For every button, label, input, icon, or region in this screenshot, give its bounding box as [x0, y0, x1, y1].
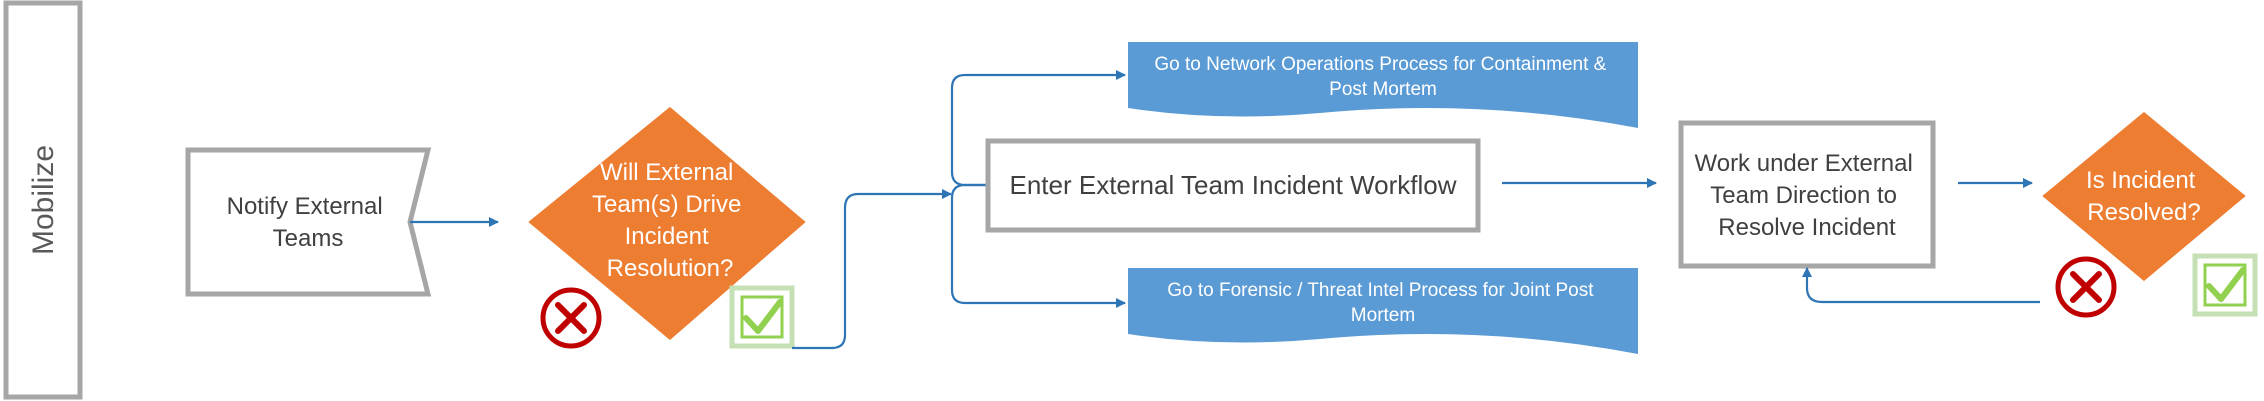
swimlane-mobilize: Mobilize — [3, 0, 83, 400]
network-ops-process-document: Go to Network Operations Process for Con… — [1128, 42, 1638, 128]
network-ops-line2: Post Mortem — [1329, 79, 1437, 100]
notify-label-line1: Notify External — [227, 193, 383, 220]
enter-workflow-label: Enter External Team Incident Workflow — [1009, 170, 1456, 200]
checkmark-icon — [729, 285, 795, 349]
decision-resolved-line1: Is Incident — [2086, 167, 2196, 194]
checkmark-icon — [2192, 253, 2258, 317]
work-under-external-team-step: Work under External Team Direction to Re… — [1678, 120, 1936, 269]
forensic-threat-intel-document: Go to Forensic / Threat Intel Process fo… — [1128, 268, 1638, 354]
svg-text:Is Incident Resolved?: Is Incident Resolved? — [2086, 167, 2202, 226]
svg-text:Work under External Team: Work under External Team Direction to Re… — [1695, 150, 1920, 241]
svg-text:Go to Network Operations Proce: Go to Network Operations Process for Con… — [1154, 54, 1611, 100]
network-ops-line1: Go to Network Operations Process for Con… — [1154, 54, 1606, 75]
connector-branch-to-network-ops — [950, 70, 1126, 187]
enter-external-workflow-step: Enter External Team Incident Workflow — [985, 138, 1481, 233]
connector-branch-to-forensic — [950, 183, 1126, 308]
svg-text:Go to Forensic / Threat Intel: Go to Forensic / Threat Intel Process fo… — [1167, 280, 1599, 326]
svg-text:Notify External Teams: Notify External Teams — [227, 193, 390, 252]
work-under-line3: Resolve Incident — [1718, 214, 1896, 241]
work-under-line1: Work under External — [1695, 150, 1913, 177]
svg-text:Will External Team(s) Dr: Will External Team(s) Drive Incident Res… — [592, 159, 748, 282]
decision-drive-line2: Team(s) Drive — [592, 191, 741, 218]
x-circle-icon — [540, 287, 602, 349]
forensic-line2: Mortem — [1351, 305, 1415, 326]
work-under-line2: Team Direction to — [1710, 182, 1897, 209]
swimlane-title: Mobilize — [27, 145, 60, 255]
connector-no-loop-back — [1802, 267, 2040, 304]
decision-incident-resolved: Is Incident Resolved? — [2037, 108, 2251, 285]
forensic-line1: Go to Forensic / Threat Intel Process fo… — [1167, 280, 1594, 301]
connector-yes-to-branch — [792, 189, 952, 350]
decision-drive-line4: Resolution? — [607, 255, 734, 282]
x-circle-icon — [2055, 256, 2117, 318]
decision-drive-line3: Incident — [625, 223, 709, 250]
decision-external-teams-drive: Will External Team(s) Drive Incident Res… — [523, 103, 811, 344]
notify-external-teams-step: Notify External Teams — [185, 147, 432, 297]
decision-drive-line1: Will External — [600, 159, 733, 186]
notify-label-line2: Teams — [273, 225, 344, 252]
decision-resolved-line2: Resolved? — [2087, 199, 2200, 226]
